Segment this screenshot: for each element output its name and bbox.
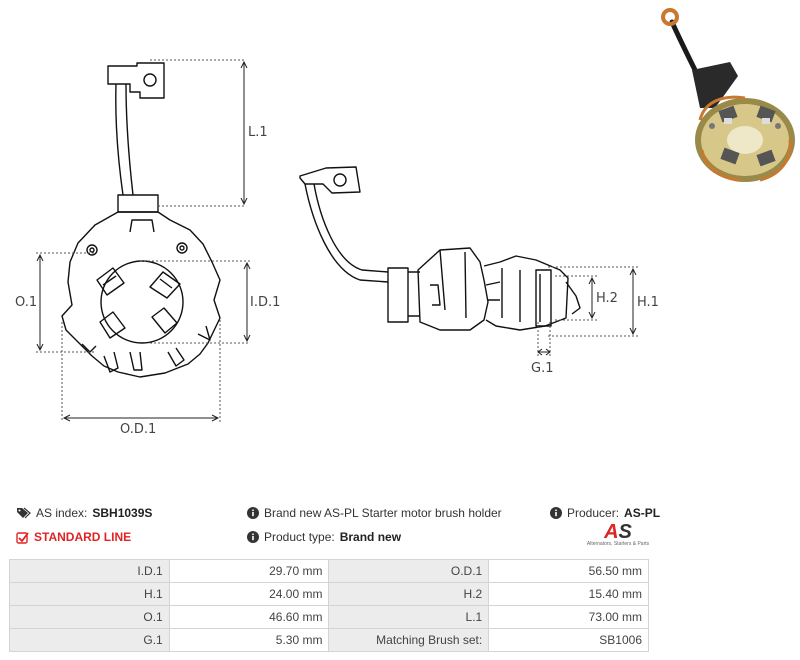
- dim-label-l1: L.1: [248, 125, 268, 140]
- producer-label: Producer:: [567, 506, 620, 520]
- tags-icon: [17, 507, 31, 519]
- spec-value: 15.40 mm: [488, 582, 649, 606]
- dim-label-od1: O.D.1: [120, 422, 156, 437]
- spec-value: SB1006: [488, 628, 649, 652]
- as-pl-logo: AS Alternators, Starters & Parts: [583, 521, 653, 553]
- as-index-value: SBH1039S: [92, 506, 153, 520]
- checkbox-check-icon: [16, 531, 29, 544]
- spec-label: L.1: [328, 605, 490, 629]
- spec-value: 73.00 mm: [488, 605, 649, 629]
- standard-line-label: STANDARD LINE: [34, 530, 132, 544]
- spec-value: 5.30 mm: [168, 628, 330, 652]
- spec-label: H.2: [328, 582, 490, 606]
- spec-label: H.1: [9, 582, 170, 606]
- dim-label-o1: O.1: [15, 295, 37, 310]
- as-index-row: AS index: SBH1039S: [16, 506, 152, 520]
- spec-value: 29.70 mm: [168, 559, 330, 583]
- spec-label: G.1: [9, 628, 170, 652]
- spec-value: 24.00 mm: [168, 582, 330, 606]
- front-view: [61, 62, 221, 378]
- spec-value: 56.50 mm: [488, 559, 649, 583]
- dim-label-h2: H.2: [596, 291, 618, 306]
- logo-mark: AS: [604, 521, 632, 543]
- dim-label-g1: G.1: [531, 361, 553, 376]
- product-type-label: Product type:: [264, 530, 335, 544]
- standard-line-row: STANDARD LINE: [16, 530, 131, 544]
- dim-label-h1: H.1: [637, 295, 659, 310]
- product-photo: [661, 8, 795, 182]
- logo-tagline: Alternators, Starters & Parts: [586, 541, 650, 547]
- info-circle-icon: [550, 507, 562, 519]
- spec-label: O.1: [9, 605, 170, 629]
- product-type-row: Product type: Brand new: [247, 530, 401, 544]
- description-row: Brand new AS-PL Starter motor brush hold…: [247, 506, 502, 520]
- as-index-label: AS index:: [36, 506, 88, 520]
- spec-value: 46.60 mm: [168, 605, 330, 629]
- product-type-value: Brand new: [339, 530, 402, 544]
- producer-value: AS-PL: [624, 506, 661, 520]
- spec-label: I.D.1: [9, 559, 170, 583]
- info-circle-icon: [247, 507, 259, 519]
- side-view: [299, 166, 581, 331]
- info-circle-icon: [247, 531, 259, 543]
- description-text: Brand new AS-PL Starter motor brush hold…: [264, 506, 502, 520]
- spec-label: O.D.1: [328, 559, 490, 583]
- spec-label: Matching Brush set:: [328, 628, 490, 652]
- producer-row: Producer: AS-PL: [550, 506, 660, 520]
- dimension-lines: L.1 O.1 I.D.1 O.D.1 H.1 H.2 G.1: [15, 59, 659, 437]
- technical-drawing: L.1 O.1 I.D.1 O.D.1 H.1 H.2 G.1: [15, 8, 795, 437]
- dim-label-id1: I.D.1: [250, 295, 280, 310]
